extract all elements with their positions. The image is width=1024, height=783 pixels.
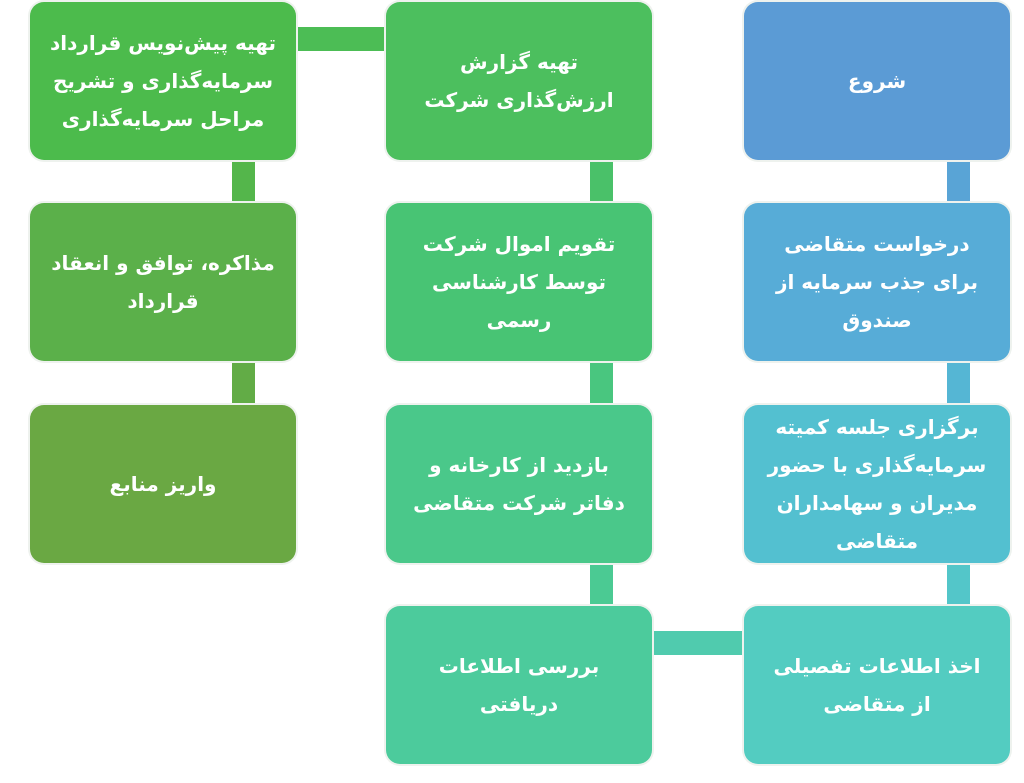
connector: [232, 361, 255, 404]
connector: [590, 160, 613, 203]
step-visit: بازدید از کارخانه و دفاتر شرکت متقاضی: [386, 405, 652, 563]
step-report: تهیه گزارش ارزش‌گذاری شرکت: [386, 2, 652, 160]
step-negotiate: مذاکره، توافق و انعقاد قرارداد: [30, 203, 296, 361]
connector: [590, 563, 613, 606]
step-request: درخواست متقاضی برای جذب سرمایه از صندوق: [744, 203, 1010, 361]
connector: [232, 160, 255, 203]
connector: [590, 361, 613, 404]
connector: [653, 631, 744, 655]
connector: [947, 160, 970, 203]
step-review: بررسی اطلاعات دریافتی: [386, 606, 652, 764]
step-start: شروع: [744, 2, 1010, 160]
connector: [947, 361, 970, 404]
step-info: اخذ اطلاعات تفصیلی از متقاضی: [744, 606, 1010, 764]
step-committee: برگزاری جلسه کمیته سرمایه‌گذاری با حضور …: [744, 405, 1010, 563]
step-deposit: واریز منابع: [30, 405, 296, 563]
connector: [296, 27, 386, 51]
step-appraisal: تقویم اموال شرکت توسط کارشناسی رسمی: [386, 203, 652, 361]
connector: [947, 563, 970, 606]
step-draft: تهیه پیش‌نویس قرارداد سرمایه‌گذاری و تشر…: [30, 2, 296, 160]
